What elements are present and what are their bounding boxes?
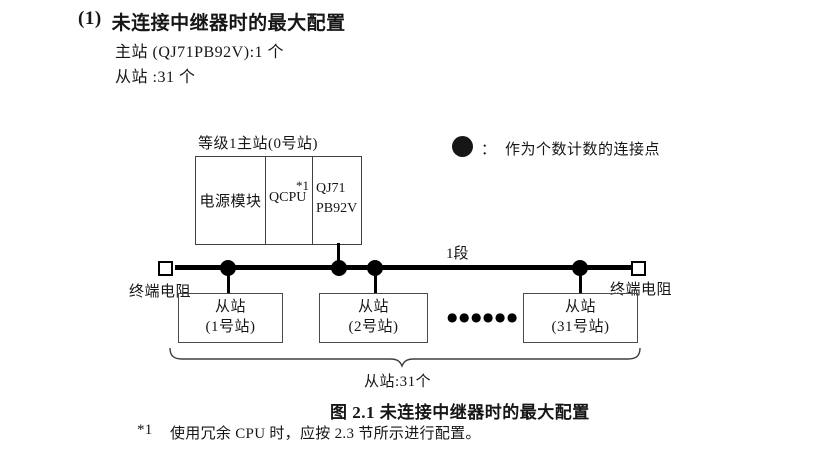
section-title: 未连接中继器时的最大配置 (111, 13, 346, 34)
right-terminator-label: 终端电阻 (610, 282, 673, 298)
slave2-bus-connector (374, 269, 377, 293)
brace-shape (169, 347, 641, 368)
connection-point-icon (452, 136, 473, 157)
segment-label: 1段 (446, 246, 469, 262)
connection-point-dot (572, 260, 588, 276)
section-number: (1) (78, 8, 102, 29)
master-station-label: 等级1主站(0号站) (198, 136, 318, 152)
qj71pb92v-cell: QJ71 PB92V (313, 157, 361, 244)
connection-point-dot (367, 260, 383, 276)
power-module-cell: 电源模块 (196, 157, 266, 244)
slave-station-box-31: 从站 (31号站) (523, 293, 638, 343)
section-heading: (1) 未连接中继器时的最大配置 (78, 8, 346, 35)
legend-text: ： 作为个数计数的连接点 (481, 142, 661, 158)
slave-station-box-2: 从站 (2号站) (319, 293, 428, 343)
brace-label: 从站:31个 (364, 374, 432, 390)
footnote-marker: *1 (137, 422, 153, 438)
qcpu-cell: *1 QCPU (266, 157, 313, 244)
left-terminator-label: 终端电阻 (129, 284, 192, 300)
master-count-text: 主站 (QJ71PB92V):1 个 (115, 44, 285, 61)
right-terminator-icon (631, 261, 646, 276)
slave31-bus-connector (579, 269, 582, 293)
footnote-text: 使用冗余 CPU 时，应按 2.3 节所示进行配置。 (170, 426, 481, 442)
ellipsis-dots: ●●●●●● (447, 310, 519, 324)
figure-caption: 图 2.1 未连接中继器时的最大配置 (330, 403, 590, 422)
qj71pb92v-label: QJ71 PB92V (316, 181, 358, 216)
slave1-bus-connector (227, 269, 230, 293)
connection-point-dot (331, 260, 347, 276)
master-bus-connector (337, 243, 340, 267)
qcpu-label: QCPU (269, 190, 307, 205)
footnote-ref: *1 (296, 178, 309, 193)
bus-segment-line (175, 265, 637, 270)
slave-station-box-1: 从站 (1号站) (178, 293, 283, 343)
slave-count-text: 从站 :31 个 (115, 69, 196, 86)
connection-point-dot (220, 260, 236, 276)
left-terminator-icon (158, 261, 173, 276)
master-station-box: 电源模块 *1 QCPU QJ71 PB92V (195, 156, 362, 245)
footnote: *1 使用冗余 CPU 时，应按 2.3 节所示进行配置。 (137, 422, 481, 443)
